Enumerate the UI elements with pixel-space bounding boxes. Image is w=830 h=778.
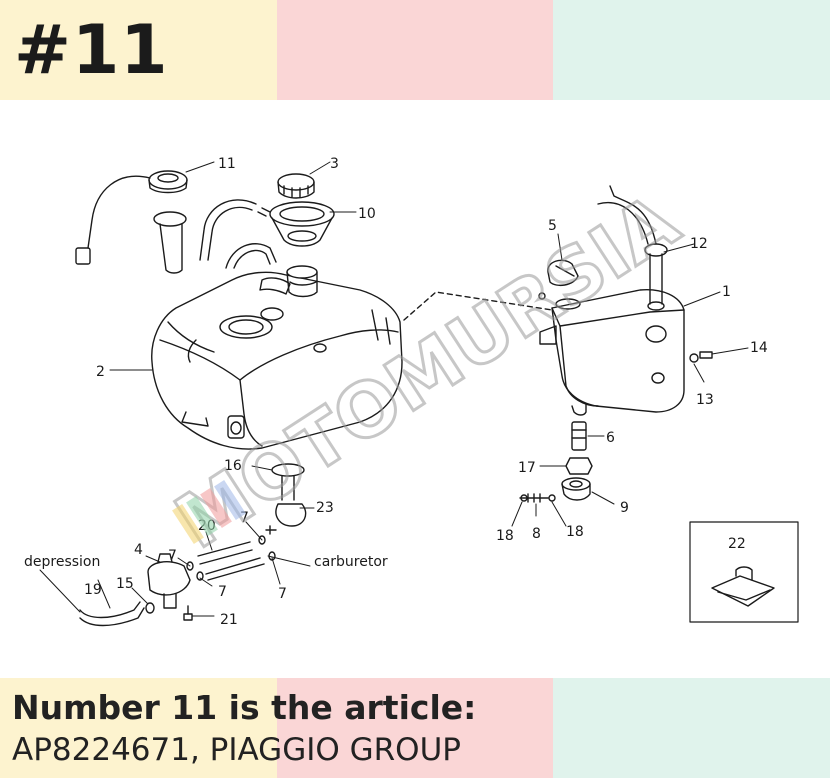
callout-22: 22 <box>728 536 746 552</box>
callout-1: 1 <box>722 284 731 300</box>
fuel-cap <box>277 173 315 199</box>
part-22-box <box>689 521 799 623</box>
callout-5: 5 <box>548 218 557 234</box>
mount-screw <box>183 605 193 621</box>
band-green <box>553 0 830 100</box>
vacuum-pump <box>147 553 191 609</box>
callout-2: 2 <box>96 364 105 380</box>
watermark-text: MOTOMURSIA <box>170 196 690 556</box>
grommet <box>561 477 591 501</box>
band-yellow <box>0 678 277 778</box>
screw-assembly <box>519 493 556 503</box>
callout-10: 10 <box>358 206 376 222</box>
fuel-tank-exploded-diagram: 11 3 10 5 12 1 14 13 6 17 9 8 18 18 2 16… <box>24 156 799 628</box>
washer-screw <box>689 351 713 363</box>
reservoir-tank <box>539 289 685 416</box>
watermark-stripes <box>172 479 246 545</box>
callout-6: 6 <box>606 430 615 446</box>
header-color-band <box>0 0 830 100</box>
callout-15: 15 <box>116 576 134 592</box>
article-caption-code: AP8224671, PIAGGIO GROUP <box>12 732 461 768</box>
diagram-labels: depression carburetor <box>24 554 388 570</box>
label-carburetor: carburetor <box>314 554 388 570</box>
callout-7-mid: 7 <box>218 584 227 600</box>
article-caption-title: Number 11 is the article: <box>12 688 477 727</box>
vent-hose-b <box>225 243 277 269</box>
callout-16: 16 <box>224 458 242 474</box>
callout-9: 9 <box>620 500 629 516</box>
spring-clip <box>711 566 775 607</box>
callout-19: 19 <box>84 582 102 598</box>
fuel-gauge-sender <box>75 170 188 274</box>
vent-hose-b-inner <box>233 249 271 269</box>
fuel-hose-20 <box>197 541 253 565</box>
callout-7-right: 7 <box>278 586 287 602</box>
callout-7-top: 7 <box>240 510 249 526</box>
band-pink <box>277 678 553 778</box>
callout-8: 8 <box>532 526 541 542</box>
filler-neck <box>286 265 318 298</box>
reservoir-cap <box>538 259 579 300</box>
callout-23: 23 <box>316 500 334 516</box>
band-yellow <box>0 0 277 100</box>
label-depression: depression <box>24 554 100 570</box>
callout-18-left: 18 <box>496 528 514 544</box>
callout-13: 13 <box>696 392 714 408</box>
vent-hose-a <box>199 199 257 261</box>
callout-3: 3 <box>330 156 339 172</box>
callout-4: 4 <box>134 542 143 558</box>
assembly-dashed-guide <box>403 291 553 321</box>
callout-14: 14 <box>750 340 768 356</box>
level-sensor <box>597 185 668 311</box>
part-number-badge: #11 <box>14 11 169 90</box>
callout-17: 17 <box>518 460 536 476</box>
callout-7-left: 7 <box>168 548 177 564</box>
callout-18-right: 18 <box>566 524 584 540</box>
footer-color-band <box>0 678 830 778</box>
outlet-fitting <box>571 421 587 451</box>
band-green <box>553 678 830 778</box>
brand-watermark: MOTOMURSIA <box>170 196 690 556</box>
leader-lines <box>39 161 749 617</box>
band-pink <box>277 0 553 100</box>
fuel-hose-right <box>205 557 265 581</box>
depression-hose <box>79 601 155 627</box>
callout-12: 12 <box>690 236 708 252</box>
vent-hose-a-inner <box>207 206 253 261</box>
filler-funnel <box>257 201 335 247</box>
fuel-tank-body <box>151 271 403 450</box>
callout-21: 21 <box>220 612 238 628</box>
callout-11: 11 <box>218 156 236 172</box>
